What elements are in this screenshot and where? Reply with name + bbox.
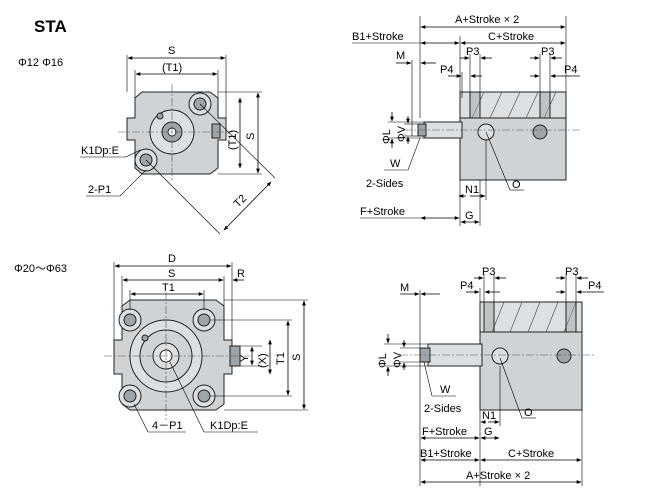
dim-phi-v-top: ΦV (396, 125, 408, 142)
dim-p3-right-bottom: P3 (565, 266, 578, 278)
bore-label-large: Φ20～Φ63 (14, 263, 67, 275)
dim-a-stroke-bottom: A+Stroke × 2 (466, 470, 530, 482)
side-port-small (211, 123, 221, 139)
dim-s-side-bottom: S (291, 354, 303, 361)
dim-t1-top: (T1) (162, 62, 182, 74)
dim-f-stroke-bottom: F+Stroke (422, 426, 467, 438)
dim-s-bottom: S (168, 268, 175, 280)
dim-m-top: M (396, 50, 405, 62)
dim-b1-stroke-bottom: B1+Stroke (420, 448, 472, 460)
dim-t1-side-bottom: T1 (275, 352, 287, 365)
dim-r: R (237, 268, 245, 280)
dim-t1-bottom: T1 (162, 282, 175, 294)
dim-o-top: O (512, 179, 521, 191)
dim-b1-stroke-top: B1+Stroke (352, 31, 404, 43)
diagram-title: STA (34, 17, 67, 36)
dim-p4-right-top: P4 (564, 64, 577, 76)
port-o-large (491, 347, 509, 365)
callout-p1-large: 4－P1 (152, 420, 183, 432)
dim-t1-side: (T1) (227, 130, 239, 150)
bottom-left-front-view: Φ20～Φ63 D S R T1 (14, 253, 308, 433)
dim-p3-left-top: P3 (466, 46, 479, 58)
dim-2sides-bottom: 2-Sides (424, 403, 462, 415)
dim-phi-v-bottom: ΦV (392, 351, 404, 368)
dim-p4-left-bottom: P4 (460, 280, 473, 292)
dim-phi-l-top: ΦL (381, 129, 393, 144)
dim-c-stroke-top: C+Stroke (488, 31, 534, 43)
dim-p4-right-bottom: P4 (588, 280, 601, 292)
callout-p1-small: 2-P1 (88, 184, 111, 196)
dim-x: (X) (257, 353, 269, 368)
dim-d: D (168, 253, 176, 265)
dim-w-top: W (390, 158, 401, 170)
bore-label-small: Φ12 Φ16 (18, 57, 63, 69)
dim-a-stroke-top: A+Stroke × 2 (455, 14, 519, 26)
dim-f-stroke-top: F+Stroke (360, 206, 405, 218)
dim-m-bottom: M (400, 282, 409, 294)
dim-n1-bottom: N1 (482, 410, 496, 422)
bottom-right-side-view: M P3 P3 P4 P4 ΦL ΦV W 2 (377, 266, 604, 486)
dim-p3-left-bottom: P3 (482, 266, 495, 278)
dim-p3-right-top: P3 (541, 46, 554, 58)
dim-s-side: S (245, 133, 257, 140)
dim-n1-top: N1 (465, 184, 479, 196)
dim-phi-l-bottom: ΦL (377, 353, 389, 368)
dim-2sides-top: 2-Sides (366, 178, 404, 190)
dim-s-top: S (168, 45, 175, 57)
dim-p4-left-top: P4 (440, 64, 453, 76)
dim-w-bottom: W (440, 384, 451, 396)
dim-y: Y (239, 354, 251, 362)
dim-o-bottom: O (524, 407, 533, 419)
callout-k1-small: K1Dp:E (81, 145, 119, 157)
dim-g-top: G (465, 210, 474, 222)
top-left-front-view: Φ12 Φ16 S (T1) (T1) S (18, 45, 276, 235)
top-right-side-view: A+Stroke × 2 B1+Stroke C+Stroke M P3 P3 … (352, 14, 580, 226)
callout-k1-large: K1Dp:E (210, 420, 248, 432)
dim-g-bottom: G (484, 426, 493, 438)
dim-c-stroke-bottom: C+Stroke (508, 448, 554, 460)
